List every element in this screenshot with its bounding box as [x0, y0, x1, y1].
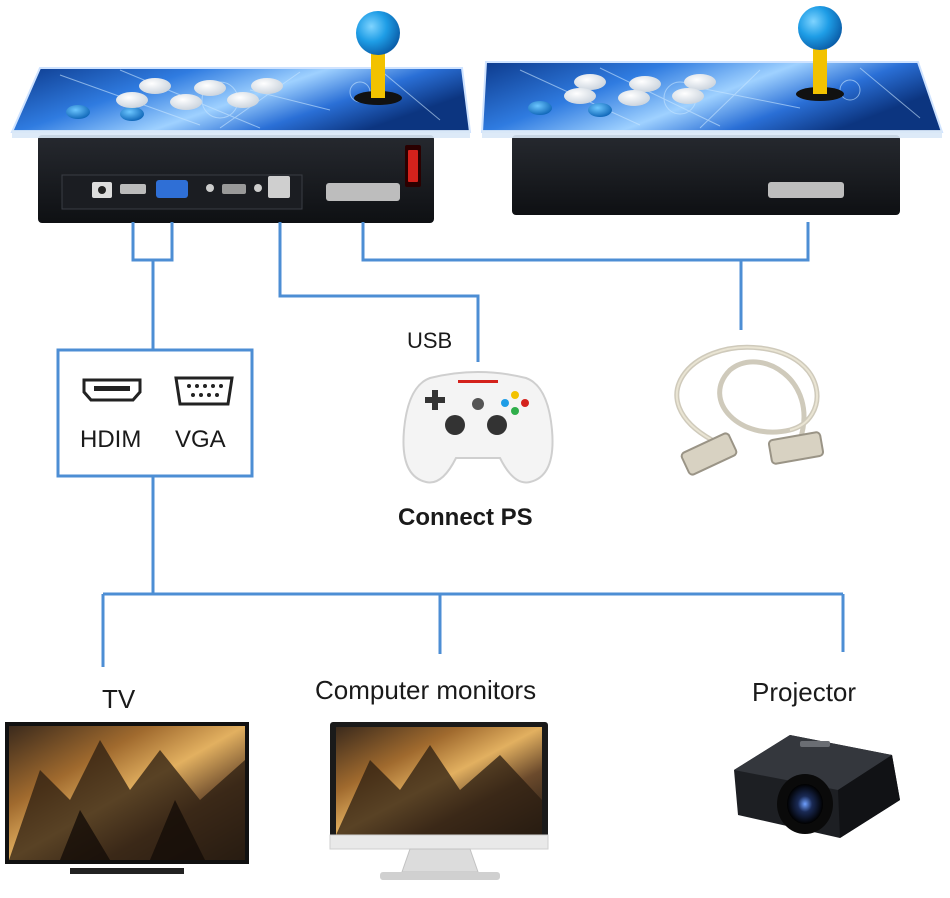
- console-right-body: [512, 135, 900, 215]
- monitor-icon: [329, 722, 549, 880]
- console-right-joystick: [796, 6, 844, 101]
- gamepad-icon: [402, 371, 554, 484]
- serial-cable-icon: [674, 344, 825, 476]
- console-left: [10, 11, 472, 223]
- usb-label: USB: [407, 328, 453, 353]
- tv-label: TV: [102, 684, 136, 714]
- console-right: [480, 6, 944, 215]
- db-link-line: [361, 222, 810, 262]
- console-left-joystick: [354, 11, 402, 105]
- monitor-label: Computer monitors: [315, 675, 537, 705]
- output-box: [56, 348, 254, 478]
- connector-lines: [101, 222, 845, 667]
- gamepad-label: Connect PS: [398, 504, 533, 531]
- tv-icon: [5, 722, 249, 874]
- hdmi-port-icon: [82, 378, 142, 402]
- console-right-db-port: [768, 182, 844, 198]
- projector-icon: [734, 735, 900, 838]
- hdmi-label: HDIM: [80, 426, 142, 453]
- console-left-edge: [12, 130, 470, 138]
- console-right-panel: [480, 61, 944, 133]
- projector-label: Projector: [752, 677, 857, 707]
- console-left-ports: [61, 145, 421, 210]
- console-left-buttons: [66, 78, 283, 121]
- console-right-buttons: [528, 74, 716, 117]
- hdmi-vga-fork-line: [131, 222, 174, 262]
- console-right-edge: [482, 130, 942, 138]
- vga-label: VGA: [175, 426, 226, 453]
- vga-port-icon: [174, 376, 234, 406]
- usb-line: [278, 222, 480, 362]
